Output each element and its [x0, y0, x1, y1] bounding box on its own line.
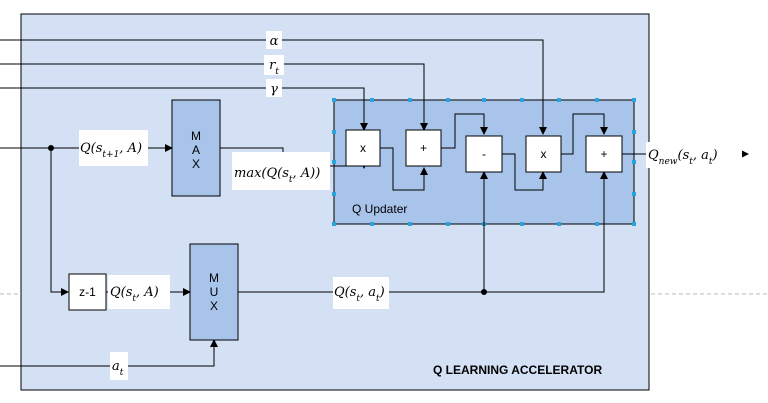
mux-block[interactable] [189, 243, 239, 341]
multiply-op-1[interactable] [345, 129, 381, 167]
label-backgrounds [79, 31, 742, 380]
q-sa-label: Q(st, A) [110, 285, 159, 304]
action-label: at [112, 359, 124, 378]
max-q-label: max(Q(st, A)) [234, 166, 320, 185]
max-block-label-3: X [192, 157, 200, 171]
op-label: x [360, 141, 366, 155]
delay-block-label: z-1 [79, 285, 96, 299]
accelerator-title: Q LEARNING ACCELERATOR [433, 363, 602, 377]
q-next-label: Q(st+1, A) [80, 141, 142, 160]
delay-block[interactable] [68, 273, 107, 311]
junction-dot [48, 145, 54, 151]
junction-dot [481, 289, 487, 295]
q-st-at-label: Q(st, at) [334, 285, 385, 304]
op-label: + [420, 141, 427, 155]
mux-block-label-3: X [210, 299, 218, 313]
subtract-op[interactable] [465, 135, 503, 173]
op-label: - [482, 147, 486, 161]
max-block-label-2: A [192, 143, 200, 157]
q-updater-title: Q Updater [352, 202, 407, 216]
op-label: x [541, 147, 547, 161]
reward-label: rt [269, 58, 279, 77]
add-op-1[interactable] [405, 129, 442, 167]
mux-block-label-1: M [209, 271, 219, 285]
op-label: + [600, 147, 607, 161]
alpha-label: α [270, 34, 279, 49]
max-block-label-1: M [191, 129, 201, 143]
multiply-op-2[interactable] [525, 135, 562, 173]
add-op-2[interactable] [585, 135, 623, 173]
max-block[interactable] [171, 99, 221, 197]
gamma-label: γ [270, 82, 278, 97]
mux-block-label-2: U [210, 285, 219, 299]
